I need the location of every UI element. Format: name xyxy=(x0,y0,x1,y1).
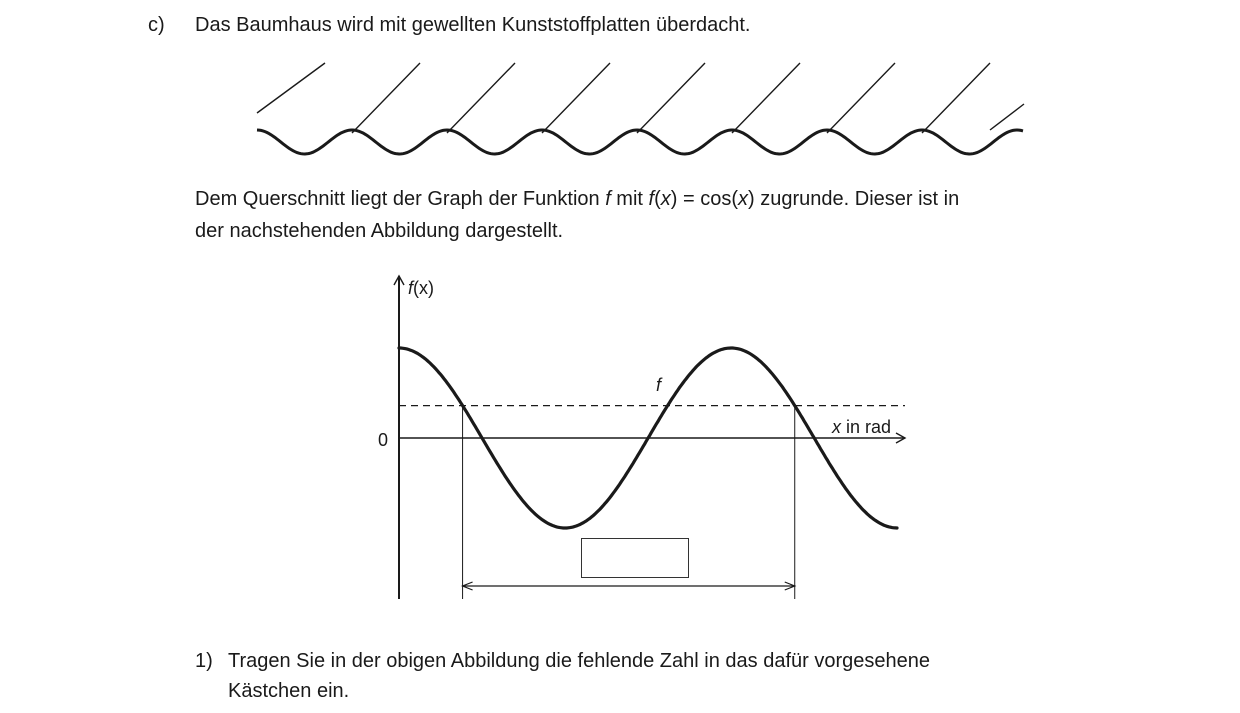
roof-panel-lines xyxy=(256,62,1025,134)
dimension-arrowhead-left xyxy=(460,581,473,591)
roof-panel-line xyxy=(446,62,516,134)
roof-panel-line xyxy=(989,103,1025,131)
roof-panel-line xyxy=(636,62,706,134)
origin-label: 0 xyxy=(378,430,388,450)
formula-x2: x xyxy=(738,188,749,210)
paragraph-text-a: Dem Querschnitt liegt der Graph der Funk… xyxy=(195,188,606,210)
formula-x: x xyxy=(660,188,671,210)
roof-wave-profile xyxy=(256,128,1024,156)
curve-label-f: f xyxy=(656,375,663,395)
series-line-f xyxy=(397,346,899,530)
roof-panel-line xyxy=(256,62,326,114)
roof-panel-line xyxy=(826,62,896,134)
dimension-arrowhead-right xyxy=(784,581,797,591)
y-axis-label: f(x) xyxy=(408,278,434,298)
roof-panel-line xyxy=(351,62,421,134)
task-line-1: Tragen Sie in der obigen Abbildung die f… xyxy=(228,650,930,672)
task-line-2: Kästchen ein. xyxy=(228,680,350,702)
intro-text: Das Baumhaus wird mit gewellten Kunststo… xyxy=(195,14,751,36)
formula-open: ( xyxy=(654,188,661,210)
roof-panel-line xyxy=(921,62,991,134)
roof-panel-line xyxy=(541,62,611,134)
paragraph-text-b: mit xyxy=(610,188,649,210)
task-number: 1) xyxy=(195,650,213,672)
function-name-f: f xyxy=(605,188,611,210)
answer-box[interactable] xyxy=(581,538,689,578)
paragraph-text-c: zugrunde. Dieser ist in xyxy=(754,188,960,210)
part-label: c) xyxy=(148,14,165,36)
paragraph-line-2: der nachstehenden Abbildung dargestellt. xyxy=(195,220,564,242)
formula-mid: ) = cos( xyxy=(670,188,739,210)
formula-f: f xyxy=(648,188,655,210)
x-axis-label: x in rad xyxy=(831,417,891,437)
roof-panel-line xyxy=(731,62,801,134)
paragraph-line-1: Dem Querschnitt liegt der Graph der Funk… xyxy=(195,184,959,215)
formula-close: ) xyxy=(748,188,755,210)
